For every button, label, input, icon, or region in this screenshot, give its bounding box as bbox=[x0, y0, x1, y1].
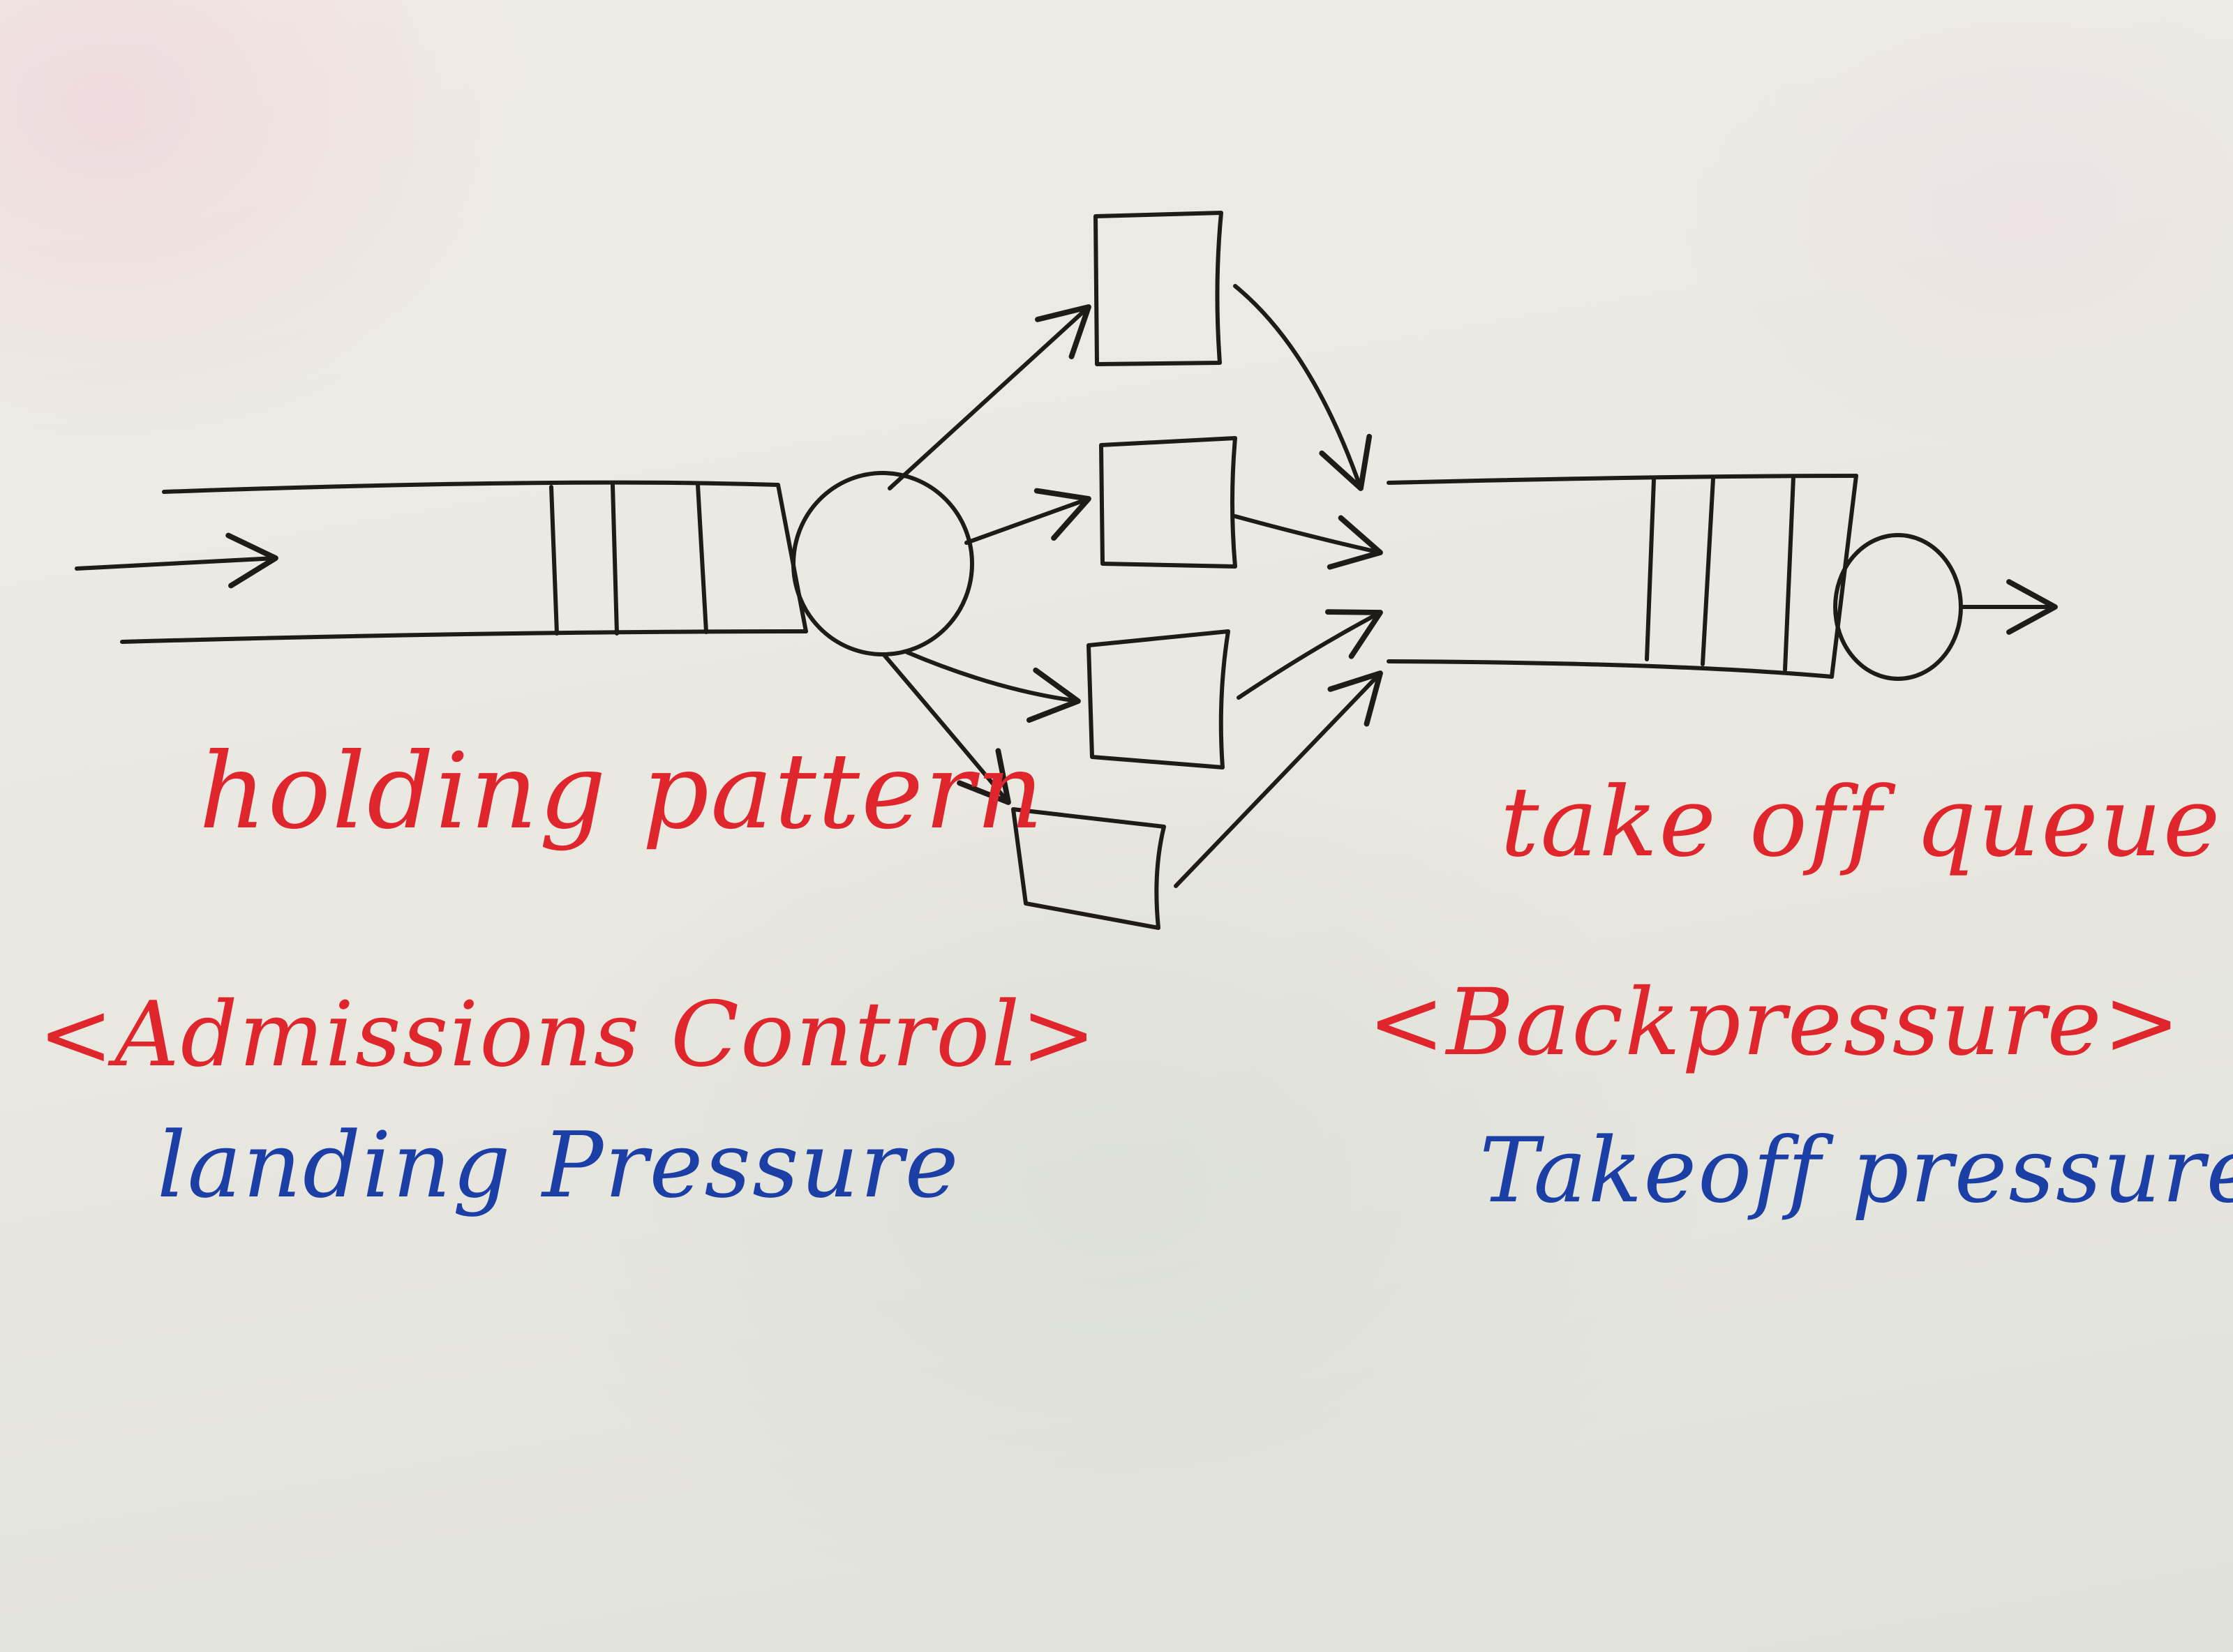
holding-pattern-label: holding pattern bbox=[199, 731, 1045, 853]
worker-box bbox=[1086, 629, 1230, 769]
dispatch-arrow bbox=[964, 488, 1091, 545]
exit-node bbox=[1833, 533, 1963, 681]
admissions-control-label: <Admissions Control> bbox=[38, 983, 1098, 1087]
queue-top-line bbox=[1387, 474, 1858, 485]
take-off-queue-label: take off queue bbox=[1500, 766, 2222, 878]
queue-bottom-line bbox=[120, 629, 808, 644]
output-arrow bbox=[1233, 284, 1373, 491]
dispatch-arrow bbox=[905, 650, 1081, 723]
queue-slot-divider bbox=[611, 483, 619, 636]
incoming-arrow bbox=[75, 532, 278, 589]
dispatch-arrow bbox=[883, 654, 1011, 805]
worker-box bbox=[1099, 436, 1237, 569]
worker-box bbox=[1011, 807, 1166, 930]
queue-slot-divider bbox=[1783, 475, 1795, 672]
queue-top-line bbox=[162, 480, 780, 494]
output-arrow bbox=[1237, 609, 1383, 700]
queue-bottom-line bbox=[1387, 659, 1834, 679]
backpressure-label: <Backpressure> bbox=[1368, 969, 2182, 1076]
take-off-queue bbox=[1387, 474, 1858, 679]
queue-slot-divider bbox=[696, 483, 708, 634]
output-arrow bbox=[1233, 514, 1383, 570]
worker-box bbox=[1093, 211, 1223, 366]
takeoff-pressure-label: Takeoff pressure bbox=[1479, 1119, 2233, 1223]
holding-pattern-queue bbox=[120, 480, 808, 644]
queue-slot-divider bbox=[1645, 478, 1656, 661]
landing-pressure-label: landing Pressure bbox=[157, 1112, 960, 1218]
dispatcher-node bbox=[791, 471, 974, 656]
dispatch-arrow bbox=[888, 304, 1091, 490]
output-arrow bbox=[1174, 670, 1383, 888]
queue-slot-divider bbox=[1830, 474, 1858, 679]
queue-slot-divider bbox=[1701, 476, 1715, 666]
queue-slot-divider bbox=[549, 485, 559, 636]
